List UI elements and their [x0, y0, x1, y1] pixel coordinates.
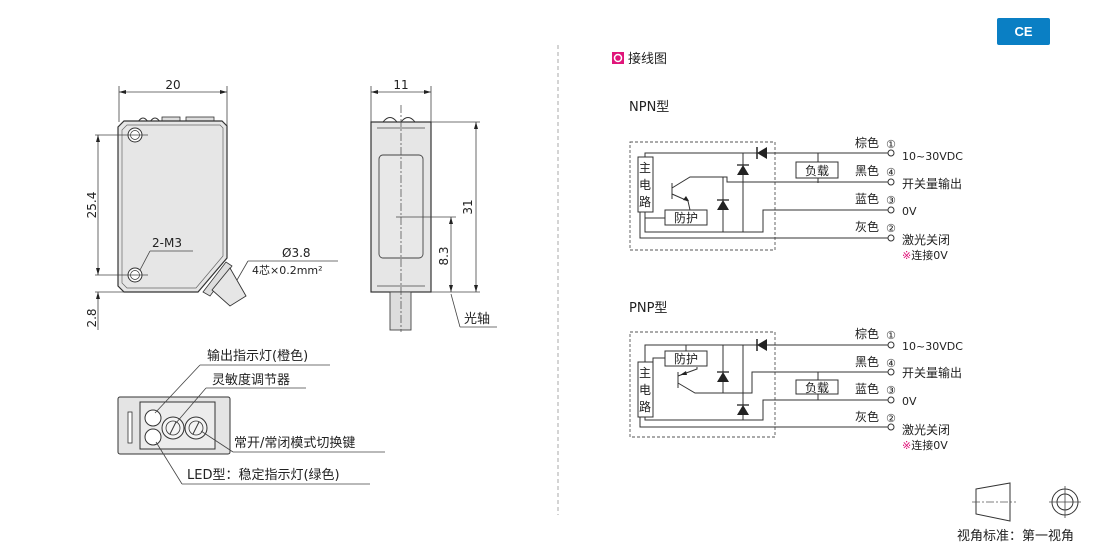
npn-note: ※连接0V [902, 249, 948, 262]
svg-text:10~30VDC: 10~30VDC [902, 340, 963, 353]
svg-text:激光关闭: 激光关闭 [902, 423, 950, 437]
svg-text:②: ② [886, 222, 896, 235]
front-view: 20 25.4 2.8 2-M3 [85, 78, 338, 330]
svg-text:防护: 防护 [674, 351, 698, 366]
cable-spec: 4芯×0.2mm² [252, 263, 323, 277]
dim-side-height: 31 [461, 199, 475, 214]
pnp-title: PNP型 [629, 301, 667, 316]
svg-text:黑色: 黑色 [855, 355, 879, 369]
svg-text:棕色: 棕色 [855, 326, 879, 341]
wiring-section-title: 接线图 [628, 51, 667, 67]
svg-text:电: 电 [639, 383, 651, 397]
output-led [144, 409, 162, 427]
svg-text:黑色: 黑色 [855, 164, 879, 178]
svg-text:③: ③ [886, 384, 896, 397]
npn-diagram: NPN型 主 电 路 负载 防护 [629, 100, 963, 262]
pnp-diagram: PNP型 防护 主 电 路 负载 [629, 301, 963, 452]
svg-text:开关量输出: 开关量输出 [902, 176, 962, 191]
svg-text:路: 路 [639, 399, 651, 414]
svg-text:10~30VDC: 10~30VDC [902, 150, 963, 163]
svg-text:负载: 负载 [805, 164, 829, 178]
svg-text:蓝色: 蓝色 [855, 192, 879, 206]
svg-text:灰色: 灰色 [855, 220, 879, 234]
svg-text:防护: 防护 [674, 210, 698, 225]
callout-output-indicator: 输出指示灯(橙色) [207, 348, 308, 364]
first-angle-projection-icon [972, 482, 1081, 522]
svg-text:路: 路 [639, 194, 651, 209]
svg-text:蓝色: 蓝色 [855, 382, 879, 396]
dim-bottom-offset: 2.8 [85, 308, 99, 327]
dim-side-width: 11 [393, 78, 408, 92]
panel-view: 输出指示灯(橙色) 灵敏度调节器 常开/常闭模式切换键 LED型：稳定指示灯(绿… [117, 348, 385, 485]
pnp-load [795, 379, 839, 395]
svg-text:负载: 负载 [805, 381, 829, 395]
mount-hole-label: 2-M3 [152, 236, 182, 250]
npn-terminals [887, 149, 895, 242]
cable-front [211, 267, 247, 307]
svg-text:开关量输出: 开关量输出 [902, 365, 962, 380]
svg-text:①: ① [886, 138, 896, 151]
svg-text:主: 主 [639, 161, 651, 175]
dim-front-width: 20 [165, 78, 180, 92]
svg-text:灰色: 灰色 [855, 410, 879, 424]
pnp-note: ※连接0V [902, 439, 948, 452]
svg-text:棕色: 棕色 [855, 135, 879, 150]
optical-axis-label: 光轴 [464, 312, 490, 327]
svg-text:②: ② [886, 412, 896, 425]
stability-led [144, 428, 162, 446]
svg-text:④: ④ [886, 166, 896, 179]
svg-text:④: ④ [886, 357, 896, 370]
projection-label: 视角标准：第一视角 [957, 529, 1074, 544]
callout-stability: LED型：稳定指示灯(绿色) [187, 467, 340, 483]
svg-text:0V: 0V [902, 205, 917, 218]
svg-text:激光关闭: 激光关闭 [902, 233, 950, 247]
dim-hole-pitch: 25.4 [85, 192, 99, 219]
svg-text:主: 主 [639, 366, 651, 380]
callout-mode-switch: 常开/常闭模式切换键 [234, 436, 355, 451]
npn-title: NPN型 [629, 100, 669, 115]
dim-optical-axis: 8.3 [437, 246, 451, 265]
side-view: 11 31 8.3 光轴 [370, 78, 497, 332]
pnp-terminals [887, 341, 895, 431]
ce-badge: CE [997, 18, 1050, 45]
svg-text:0V: 0V [902, 395, 917, 408]
callout-sensitivity: 灵敏度调节器 [212, 372, 290, 388]
cable-diameter: Ø3.8 [282, 246, 311, 260]
svg-text:③: ③ [886, 194, 896, 207]
npn-load [795, 161, 839, 179]
svg-text:①: ① [886, 329, 896, 342]
sensor-body-front [117, 120, 228, 293]
cable-side [389, 291, 412, 331]
svg-text:电: 电 [639, 178, 651, 192]
